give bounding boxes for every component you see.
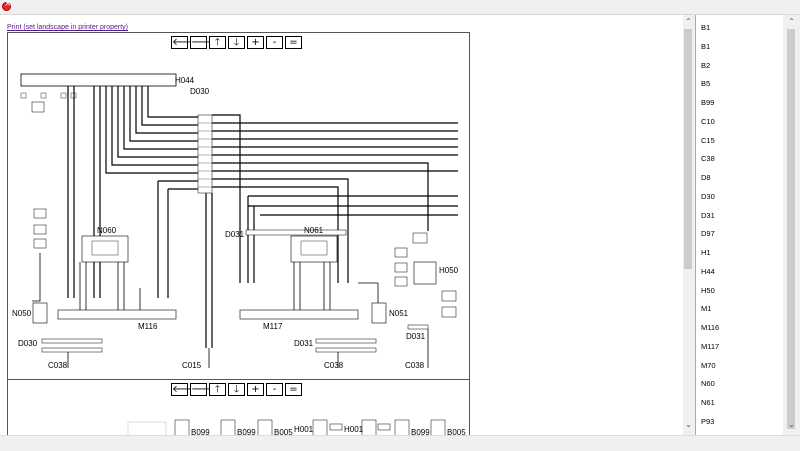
label-c038-a: C038 [48, 361, 68, 370]
wiring-diagram[interactable]: H044 D030 [8, 33, 469, 379]
component-list-item[interactable]: N60 [701, 379, 715, 389]
component-list-item[interactable]: B1 [701, 23, 711, 32]
label-d031-mid: D031 [225, 230, 245, 239]
component-list-item[interactable]: B2 [701, 60, 711, 70]
label-h001-b: H001 [344, 425, 364, 434]
print-link[interactable]: Print (set landscape in printer property… [7, 24, 128, 31]
reset-view-button[interactable]: = [285, 383, 302, 396]
main-scroll-thumb[interactable] [684, 29, 692, 269]
pan-down-button[interactable]: 🡓 [228, 36, 245, 49]
pan-right-button[interactable]: 🡒 [190, 36, 218, 49]
label-h050: H050 [439, 266, 459, 275]
component-list-item[interactable]: B5 [701, 79, 711, 89]
diagram-toolbar-2: 🡐 🡒 🡑 🡓 + - = [171, 383, 302, 397]
component-list-item[interactable]: H44 [701, 266, 715, 276]
label-n050: N050 [12, 309, 32, 318]
label-c038-c: C038 [405, 361, 425, 370]
scroll-down-icon[interactable]: ⌄ [685, 420, 692, 429]
pan-down-button[interactable]: 🡓 [228, 383, 245, 396]
h044-bar [20, 73, 177, 87]
label-b099-c: B099 [411, 428, 430, 437]
label-m116: M116 [138, 322, 158, 331]
status-bar [0, 435, 800, 451]
sidebar-scroll-thumb[interactable] [787, 29, 795, 429]
main-scrollbar[interactable]: ⌃ ⌄ [683, 15, 694, 435]
h050-module [413, 261, 437, 285]
component-list-item[interactable]: C38 [701, 154, 715, 164]
diagram-toolbar-1: 🡐 🡒 🡑 🡓 + - = [171, 36, 302, 50]
component-list-item[interactable]: D31 [701, 210, 715, 220]
scroll-up-icon[interactable]: ⌃ [788, 17, 795, 26]
pan-left-button[interactable]: 🡐 [171, 383, 199, 396]
component-list-item[interactable]: H1 [701, 248, 711, 257]
label-b005-a: B005 [274, 428, 293, 437]
label-n051: N051 [389, 309, 409, 318]
component-list-item[interactable]: B99 [701, 98, 715, 107]
d030-connector [197, 114, 213, 194]
component-list-item[interactable]: H50 [701, 285, 715, 295]
close-icon[interactable] [2, 0, 12, 11]
label-d030-top: D030 [190, 87, 210, 96]
label-n060: N060 [97, 226, 117, 235]
sidebar-scrollbar[interactable]: ⌃ ⌄ [783, 15, 800, 435]
component-list-item[interactable]: C10 [701, 116, 715, 126]
pan-up-button[interactable]: 🡑 [209, 383, 226, 396]
zoom-in-button[interactable]: + [247, 36, 264, 49]
component-list-item[interactable]: M70 [701, 360, 716, 370]
zoom-in-button[interactable]: + [247, 383, 264, 396]
diagram-viewer: Print (set landscape in printer property… [0, 15, 693, 440]
label-h001-a: H001 [294, 425, 314, 434]
label-b099-a: B099 [191, 428, 210, 437]
component-list-item[interactable]: D8 [701, 173, 711, 182]
component-list-item[interactable]: D30 [701, 191, 715, 201]
label-b099-b: B099 [237, 428, 256, 437]
component-list-item[interactable]: D97 [701, 229, 715, 239]
component-list-item[interactable]: M116 [701, 323, 720, 332]
label-d030-lower: D030 [18, 339, 38, 348]
n050-relay [32, 302, 48, 324]
scroll-up-icon[interactable]: ⌃ [685, 17, 692, 26]
component-list-item[interactable]: C15 [701, 135, 715, 145]
scroll-down-icon[interactable]: ⌄ [788, 420, 795, 429]
reset-view-button[interactable]: = [285, 36, 302, 49]
title-bar [0, 0, 800, 15]
zoom-out-button[interactable]: - [266, 383, 283, 396]
component-list-item[interactable]: M1 [701, 304, 712, 314]
label-c038-b: C038 [324, 361, 344, 370]
label-m117: M117 [263, 322, 283, 331]
wiring-diagram-2[interactable]: B099 B099 B005 H001 H001 B099 B005 [8, 380, 469, 440]
diagram-panel-2: 🡐 🡒 🡑 🡓 + - = B099 B099 B005 [7, 379, 470, 440]
label-c015: C015 [182, 361, 202, 370]
label-n061: N061 [304, 226, 324, 235]
label-d031-lower: D031 [294, 339, 314, 348]
component-list-item[interactable]: M117 [701, 341, 720, 351]
label-d031-right: D031 [406, 332, 426, 341]
component-list-item[interactable]: B1 [701, 41, 711, 51]
pan-right-button[interactable]: 🡒 [190, 383, 218, 396]
label-h044: H044 [175, 76, 195, 85]
component-list-item[interactable]: P93 [701, 416, 715, 426]
m116-connector [57, 309, 177, 320]
zoom-out-button[interactable]: - [266, 36, 283, 49]
m117-connector [239, 309, 359, 320]
component-list-item[interactable]: N61 [701, 398, 715, 407]
diagram-panel-1: 🡐 🡒 🡑 🡓 + - = H044 D030 [7, 32, 470, 380]
n051-relay [371, 302, 387, 324]
pan-up-button[interactable]: 🡑 [209, 36, 226, 49]
label-b005-b: B005 [447, 428, 466, 437]
pan-left-button[interactable]: 🡐 [171, 36, 199, 49]
